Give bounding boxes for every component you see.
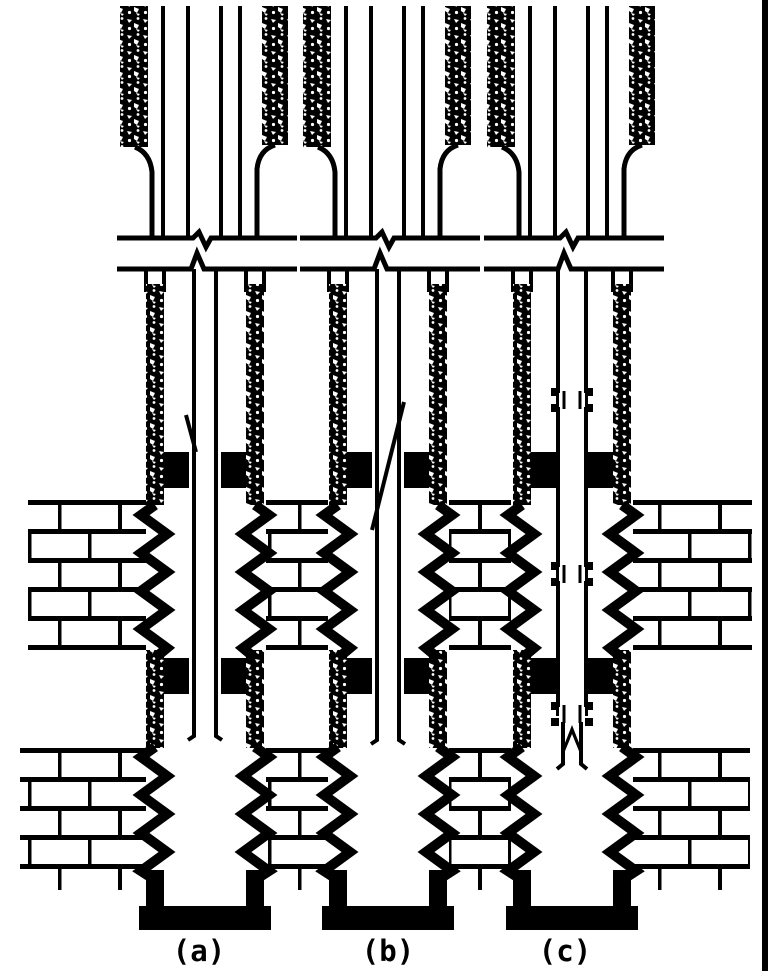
surface-casing-a — [120, 6, 288, 238]
tubing-crossover-b — [370, 401, 406, 531]
tubing-tail-c — [555, 722, 589, 771]
depth-break-b — [300, 232, 480, 269]
well-c — [484, 6, 664, 930]
lower-packer-a — [164, 658, 246, 694]
casing-screens-b — [322, 269, 454, 930]
well-a — [117, 6, 297, 930]
upper-packer-a — [164, 452, 246, 488]
formation-lower-gap-ab — [266, 748, 328, 890]
depth-break-a — [117, 232, 297, 269]
tubing-c — [549, 269, 595, 771]
casing-screens-a — [139, 269, 271, 930]
surface-casing-b — [303, 6, 471, 238]
lower-packer-c — [531, 658, 613, 694]
panel-label-a: (a) — [173, 934, 225, 968]
formation-lower-gap-bc — [449, 748, 511, 890]
tubing-a — [184, 269, 224, 742]
formation-upper-left — [28, 500, 146, 650]
formation-upper-band — [28, 500, 752, 650]
lower-packer-b — [347, 658, 429, 694]
tubing-offset-a — [184, 414, 198, 453]
tubing-b — [369, 269, 407, 746]
panel-label-b: (b) — [362, 934, 414, 968]
formation-lower-right — [633, 748, 750, 890]
surface-casing-c — [487, 6, 655, 238]
formation-lower-left — [20, 748, 146, 890]
formation-upper-gap-ab — [266, 500, 328, 650]
depth-break-c — [484, 232, 664, 269]
upper-packer-c — [531, 452, 613, 488]
flow-arrow-c — [563, 725, 581, 756]
panel-label-c: (c) — [539, 934, 591, 968]
formation-upper-gap-bc — [449, 500, 511, 650]
casing-screens-c — [506, 269, 638, 930]
well-b — [300, 6, 480, 930]
page-border-right — [762, 0, 768, 971]
formation-upper-right — [633, 500, 752, 650]
formation-lower-band — [20, 748, 750, 890]
